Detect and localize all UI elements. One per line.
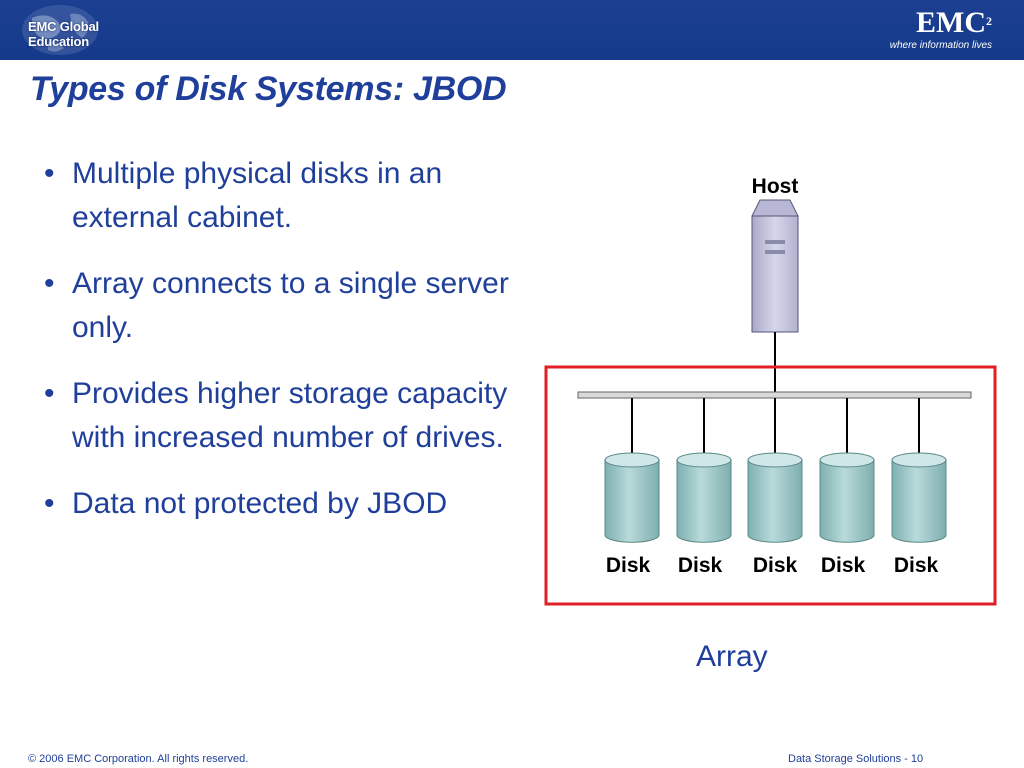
slide-title: Types of Disk Systems: JBOD — [30, 70, 507, 108]
left-logo-text: EMC Global Education — [28, 19, 99, 49]
emc-logo: EMC2 where information lives — [890, 8, 992, 52]
header-bar: EMC Global Education EMC2 where informat… — [0, 0, 1024, 60]
bullet-item: Data not protected by JBOD — [44, 482, 514, 526]
footer-page-label: Data Storage Solutions - 10 — [788, 753, 924, 765]
emc-tagline: where information lives — [889, 40, 992, 51]
bullet-item: Multiple physical disks in an external c… — [44, 152, 514, 240]
disk-unit — [747, 398, 803, 543]
disk-unit — [676, 398, 732, 543]
emc-wordmark-text: EMC — [916, 6, 986, 39]
bullet-list: Multiple physical disks in an external c… — [44, 152, 514, 548]
array-bus — [577, 391, 972, 399]
bullet-item: Array connects to a single server only. — [44, 262, 514, 350]
globe-icon — [22, 5, 98, 55]
disk-unit — [604, 398, 660, 543]
bullet-item: Provides higher storage capacity with in… — [44, 372, 514, 460]
footer-copyright: © 2006 EMC Corporation. All rights reser… — [28, 753, 249, 765]
emc-wordmark: EMC2 — [890, 8, 992, 38]
host-label: Host — [752, 175, 799, 198]
disk-unit — [891, 398, 947, 543]
disk-unit — [819, 398, 875, 543]
globe-logo: EMC Global Education — [12, 4, 136, 56]
disk-label: Disk — [606, 554, 651, 577]
emc-superscript: 2 — [986, 14, 992, 28]
disk-label: Disk — [821, 554, 866, 577]
array-border — [544, 365, 997, 606]
array-label: Array — [696, 640, 768, 673]
disk-label: Disk — [753, 554, 798, 577]
disk-label: Disk — [894, 554, 939, 577]
host-server-icon — [751, 199, 799, 333]
disk-label: Disk — [678, 554, 723, 577]
